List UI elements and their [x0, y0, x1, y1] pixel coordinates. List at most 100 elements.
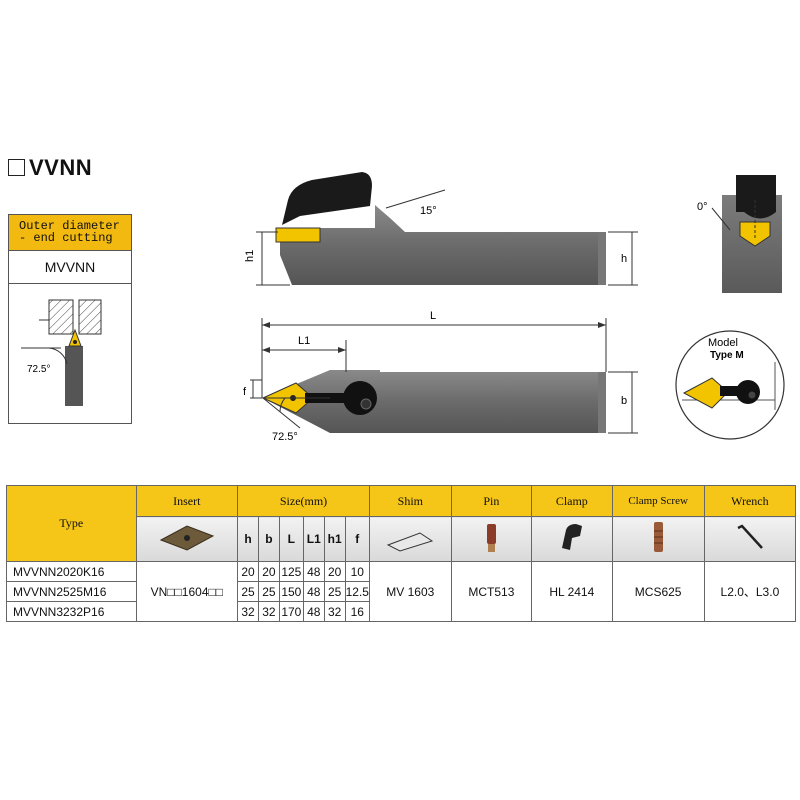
holder-shank	[65, 346, 83, 406]
side-view: 15° h1 h	[244, 172, 638, 286]
end-view: 0°	[697, 175, 782, 293]
dim-header-L: L	[278, 516, 304, 562]
pin-header: Pin	[450, 485, 533, 517]
h-label: h	[621, 253, 627, 265]
clamp-image	[531, 516, 613, 562]
top-view-body	[263, 370, 600, 433]
model-detail-circle	[675, 330, 785, 440]
row2-L1: 48	[302, 581, 325, 602]
technical-drawing: 15° h1 h 0° L L1	[243, 172, 785, 443]
insert-hole	[73, 340, 77, 344]
clamp-icon	[561, 523, 582, 550]
end-angle-line	[711, 207, 731, 231]
row1-b: 20	[257, 561, 280, 582]
insert-value: VN□□1604□□	[135, 561, 239, 622]
side-angle-label: 72.5°	[27, 364, 50, 375]
top-view: L L1 f b 72.5°	[243, 310, 638, 443]
size-header: Size(mm)	[237, 485, 370, 517]
angle-top-label: 15°	[420, 205, 437, 217]
angle-arc	[48, 347, 68, 365]
checkbox-glyph	[8, 159, 25, 177]
top-view-end	[598, 372, 606, 433]
h1-label: h1	[244, 250, 256, 262]
application-card: Outer diameter - end cutting MVVNN 72.5°	[8, 214, 132, 424]
row2-b: 25	[257, 581, 280, 602]
wrench-header: Wrench	[703, 485, 797, 517]
row3-h: 32	[237, 601, 259, 622]
row3-L1: 48	[302, 601, 325, 622]
insert-icon	[159, 524, 214, 551]
dim-header-L1: L1	[302, 516, 325, 562]
application-sketch: 72.5°	[21, 299, 102, 406]
pin-value: MCT513	[450, 561, 533, 622]
angle-line	[385, 189, 446, 209]
row1-L: 125	[278, 561, 304, 582]
shim-image	[368, 516, 452, 562]
shim-value: MV 1603	[368, 561, 452, 622]
clamp-screw-header: Clamp Screw	[611, 485, 705, 517]
application-code: MVVNN	[9, 251, 131, 284]
L-arrow-right	[598, 322, 606, 328]
row3-b: 32	[257, 601, 280, 622]
row3-f: 16	[344, 601, 370, 622]
pin-icon	[487, 523, 497, 552]
model-cell-1: MVVNN2020K16	[6, 561, 137, 582]
bottom-angle-label: 72.5°	[272, 431, 298, 443]
L-arrow-left	[262, 322, 270, 328]
L1-label: L1	[298, 335, 310, 347]
clamp-header: Clamp	[531, 485, 613, 517]
row3-L: 170	[278, 601, 304, 622]
type-header: Type	[6, 485, 137, 562]
row2-h: 25	[237, 581, 259, 602]
row1-h1: 20	[323, 561, 346, 582]
insert-image	[135, 516, 239, 562]
product-title-text: VVNN	[29, 155, 93, 180]
row1-L1: 48	[302, 561, 325, 582]
dim-header-h1: h1	[323, 516, 346, 562]
pin-image	[450, 516, 533, 562]
L1-arrow-right	[338, 347, 346, 353]
wrench-icon	[737, 523, 763, 549]
model-detail-screw-head	[748, 391, 756, 399]
model-detail-clamp	[720, 386, 744, 396]
row1-f: 10	[344, 561, 370, 582]
row1-h: 20	[237, 561, 259, 582]
clamp-value: HL 2414	[531, 561, 613, 622]
insert-header: Insert	[135, 485, 239, 517]
row3-h1: 32	[323, 601, 346, 622]
description-line-2: - end cutting	[19, 231, 113, 245]
insert-shape	[68, 328, 82, 347]
workpiece-right	[78, 299, 102, 335]
row2-h1: 25	[323, 581, 346, 602]
row2-f: 12.5	[344, 581, 370, 602]
application-description: Outer diameter - end cutting	[9, 215, 131, 251]
L1-arrow-left	[262, 347, 270, 353]
shim-header: Shim	[368, 485, 452, 517]
side-view-end	[598, 232, 606, 285]
side-view-insert	[275, 227, 321, 243]
b-label: b	[621, 395, 627, 407]
bottom-angle-line	[262, 397, 301, 429]
end-view-insert	[739, 221, 771, 247]
product-title: VVNN	[8, 155, 92, 181]
model-type-label: Type M	[710, 350, 744, 361]
f-label: f	[243, 386, 247, 398]
row2-L: 150	[278, 581, 304, 602]
shim-icon	[387, 531, 434, 552]
model-detail: Model Type M	[675, 330, 785, 440]
end-angle-label: 0°	[697, 201, 708, 213]
clamp-screw-value: MCS625	[611, 561, 705, 622]
wrench-value: L2.0、L3.0	[703, 561, 797, 622]
model-cell-3: MVVNN3232P16	[6, 601, 137, 622]
end-view-clamp	[736, 175, 776, 219]
workpiece-left	[48, 299, 74, 335]
clamp-screw-icon	[654, 521, 664, 552]
model-detail-screw	[736, 380, 760, 404]
description-line-1: Outer diameter	[19, 219, 120, 233]
side-view-clamp	[282, 172, 372, 225]
top-view-clamp-screw	[343, 381, 377, 415]
dim-header-b: b	[257, 516, 280, 562]
top-view-screw-head	[360, 398, 372, 410]
dim-header-h: h	[237, 516, 259, 562]
model-cell-2: MVVNN2525M16	[6, 581, 137, 602]
